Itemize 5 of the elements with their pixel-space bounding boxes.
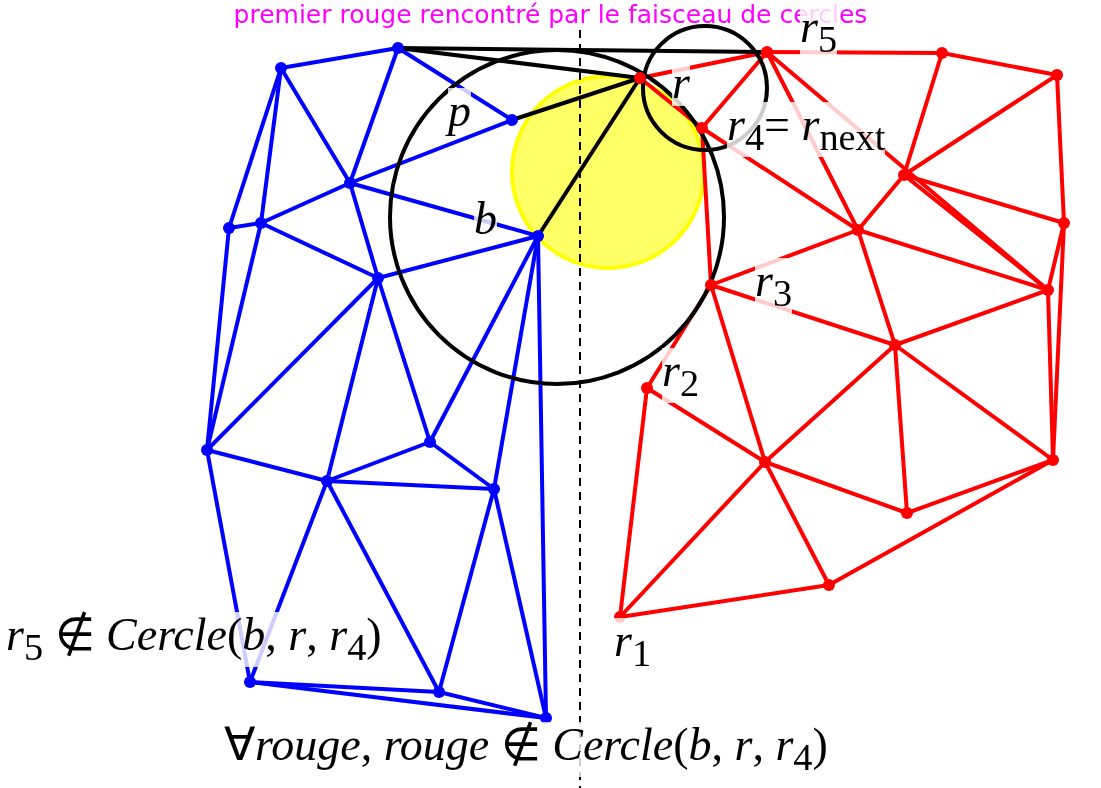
math-label: ∀rouge, rouge ∉ Cercle(b, r, r$_{4}$) — [224, 722, 828, 777]
math-label: r$_{5}$ ∉ Cercle(b, r, r$_{4}$) — [6, 612, 382, 667]
math-label: r$_{2}$ — [662, 348, 700, 403]
math-label: r$_{3}$ — [755, 258, 793, 313]
math-label: r$_{4}$= r$_{next}$ — [727, 102, 886, 157]
